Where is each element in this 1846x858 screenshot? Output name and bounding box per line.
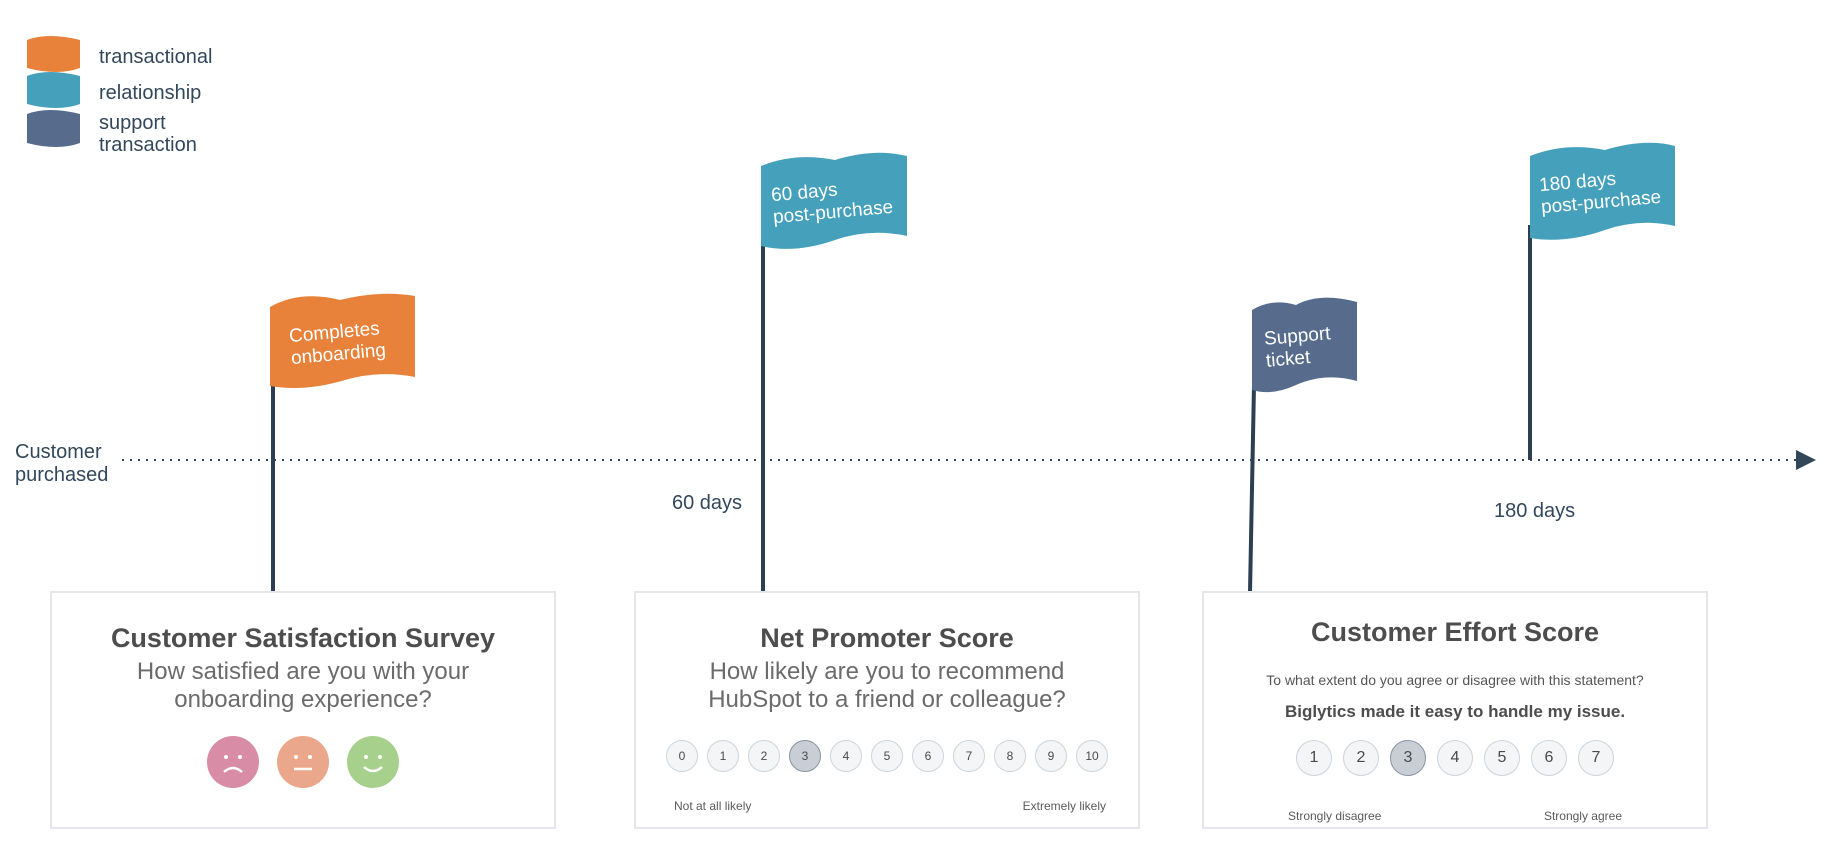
ces-option[interactable]: 7 [1578,740,1614,776]
ces-option[interactable]: 4 [1437,740,1473,776]
legend-label-relationship: relationship [99,82,202,104]
legend-flag-icon-relationship [27,72,80,108]
timeline-start-label: Customer purchased [15,441,109,486]
ces-option[interactable]: 1 [1296,740,1332,776]
legend-label-transactional: transactional [99,46,213,68]
nps-option[interactable]: 0 [666,740,698,772]
nps-option[interactable]: 2 [748,740,780,772]
ces-high-label: Strongly agree [1543,809,1622,823]
ces-option[interactable]: 6 [1531,740,1567,776]
nps-option[interactable]: 9 [1035,740,1067,772]
nps-option[interactable]: 1 [707,740,739,772]
nps-question: How likely are you to recommend HubSpot … [708,658,1066,713]
timeline-marker-60-days: 60 days [672,492,743,514]
flag-cloth-180-days [1530,142,1675,240]
legend-label-support-transaction: support transaction [99,112,197,156]
legend-flag-icon-transactional [27,36,80,72]
ces-option[interactable]: 5 [1484,740,1520,776]
flag-pole-support [1248,384,1256,593]
nps-option[interactable]: 10 [1076,740,1108,772]
flag-cloth-support [1252,297,1357,393]
nps-option[interactable]: 5 [871,740,903,772]
sad-face-icon[interactable] [207,736,259,788]
flag-cloth-onboarding [270,293,415,388]
ces-option-selected[interactable]: 3 [1390,740,1426,776]
happy-face-icon[interactable] [347,736,399,788]
flag-cloth-60-days [761,152,907,249]
ces-card: Customer Effort Score To what extent do … [1202,591,1708,829]
nps-title: Net Promoter Score [760,623,1014,653]
nps-scale: 0 1 2 3 4 5 6 7 8 9 10 [636,740,1138,772]
csat-card: Customer Satisfaction Survey How satisfi… [50,591,556,829]
ces-option[interactable]: 2 [1343,740,1379,776]
flag-label-onboarding: Completes onboarding [288,318,387,370]
nps-card: Net Promoter Score How likely are you to… [634,591,1140,829]
ces-question: To what extent do you agree or disagree … [1266,672,1644,688]
nps-option[interactable]: 4 [830,740,862,772]
nps-high-label: Extremely likely [1022,799,1106,813]
nps-option[interactable]: 7 [953,740,985,772]
legend-flag-icon-support [27,110,80,147]
nps-option[interactable]: 6 [912,740,944,772]
flag-label-support: Support ticket [1263,323,1332,372]
ces-title: Customer Effort Score [1310,617,1600,647]
ces-low-label: Strongly disagree [1288,809,1382,823]
nps-option[interactable]: 8 [994,740,1026,772]
ces-statement: Biglytics made it easy to handle my issu… [1284,702,1626,721]
nps-option-selected[interactable]: 3 [789,740,821,772]
ces-scale: 1 2 3 4 5 6 7 [1204,740,1706,776]
csat-title: Customer Satisfaction Survey [110,623,496,653]
nps-low-label: Not at all likely [674,799,752,813]
neutral-face-icon[interactable] [277,736,329,788]
csat-faces [52,736,554,788]
timeline-marker-180-days: 180 days [1494,500,1576,522]
csat-question: How satisfied are you with your onboardi… [136,658,470,713]
